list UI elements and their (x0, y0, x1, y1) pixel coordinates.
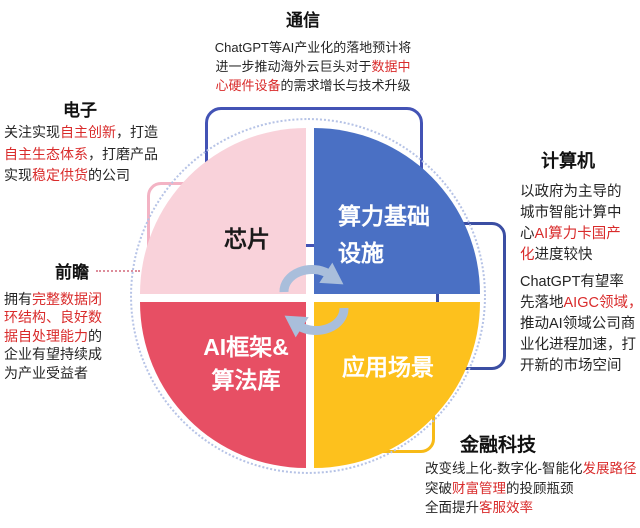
text-segment: 实现 (4, 167, 32, 183)
text-segment: 企业有望持续成 (4, 346, 102, 363)
text-line: 开新的市场空间 (520, 356, 640, 377)
text-segment: 开新的市场空间 (520, 358, 622, 374)
text-segment: ChatGPT有望率 (520, 274, 624, 290)
text-line: 先落地AIGC领域， (520, 293, 640, 314)
text-segment: 城市智能计算中 (520, 205, 622, 221)
text-line: 业化进程加速，打 (520, 335, 640, 356)
text-line: 环结构、良好数 (4, 308, 119, 326)
section-text-computer-1: 以政府为主导的城市智能计算中心AI算力卡国产化进度较快 (520, 182, 640, 266)
text-line: 关注实现自主创新，打造 (4, 122, 179, 144)
text-segment: 的需求增长与技术升级 (280, 78, 411, 93)
text-line: 为产业受益者 (4, 364, 119, 382)
highlighted-text: 完整数据闭 (32, 291, 102, 307)
text-segment: 全面提升 (425, 500, 479, 515)
text-segment: 的 (88, 327, 102, 344)
quadrant-label-application: 应用场景 (342, 354, 434, 380)
label-line: 算法库 (211, 367, 281, 393)
highlighted-text: 财富管理 (452, 480, 506, 496)
section-text-computer-2: ChatGPT有望率先落地AIGC领域，推动AI领域公司商业化进程加速，打开新的… (520, 272, 640, 377)
dotted-ring (130, 118, 486, 474)
text-line: ChatGPT等AI产业化的落地预计将 (190, 38, 436, 57)
section-title-computer: 计算机 (541, 151, 595, 171)
text-line: 以政府为主导的 (520, 182, 640, 203)
text-segment: 进度较快 (534, 247, 593, 263)
highlighted-text: 据自处理能力 (4, 327, 88, 344)
highlighted-text: 发展路径 (582, 461, 637, 476)
quadrant-label-infrastructure: 算力基础 设施 (338, 198, 430, 272)
highlighted-text: 数据中 (371, 59, 411, 74)
text-segment: 为产业受益者 (4, 364, 88, 381)
text-segment: ChatGPT等AI产业化的落地预计将 (214, 40, 412, 55)
section-title-foresight: 前瞻 (55, 263, 89, 282)
section-text-foresight: 拥有完整数据闭环结构、良好数据自处理能力的企业有望持续成为产业受益者 (4, 290, 119, 382)
text-line: 自主生态体系，打磨产品 (4, 144, 179, 166)
text-line: 突破财富管理的投顾瓶颈 (425, 479, 640, 499)
quadrant-pie: 芯片 算力基础 设施 AI框架& 算法库 应用场景 (140, 128, 480, 468)
section-text-electronics: 关注实现自主创新，打造自主生态体系，打磨产品实现稳定供货的公司 (4, 122, 179, 187)
label-line: 设施 (338, 240, 384, 266)
highlighted-text: 稳定供货 (32, 167, 88, 183)
text-line: 全面提升客服效率 (425, 498, 640, 518)
text-segment: 进一步推动海外云巨头对于 (215, 59, 372, 74)
text-line: ChatGPT有望率 (520, 272, 640, 293)
highlighted-text: AI算力卡国产 (534, 226, 621, 242)
section-title-electronics: 电子 (63, 101, 97, 120)
text-line: 推动AI领域公司商 (520, 314, 640, 335)
text-segment: 以政府为主导的 (520, 184, 622, 200)
text-line: 改变线上化-数字化-智能化发展路径 (425, 459, 640, 479)
text-segment: 改变线上化-数字化-智能化 (425, 461, 583, 476)
text-line: 实现稳定供货的公司 (4, 165, 179, 187)
text-segment: ，打造 (116, 124, 158, 140)
text-line: 心AI算力卡国产 (520, 224, 640, 245)
text-segment: 拥有 (4, 291, 32, 307)
text-segment: 业化进程加速，打 (520, 337, 636, 353)
text-segment: ，打磨产品 (88, 145, 158, 162)
cycle-arrows-icon (279, 262, 349, 338)
connector-dotted-foresight (96, 270, 140, 272)
text-segment: 推动AI领域公司商 (520, 316, 636, 332)
text-segment: 突破 (425, 480, 452, 496)
highlighted-text: 自主生态体系 (4, 145, 88, 162)
text-line: 进一步推动海外云巨头对于数据中 (190, 57, 436, 76)
text-line: 拥有完整数据闭 (4, 290, 119, 308)
text-line: 城市智能计算中 (520, 203, 640, 224)
text-line: 据自处理能力的 (4, 327, 119, 345)
text-line: 企业有望持续成 (4, 345, 119, 363)
text-segment: 关注实现 (4, 124, 60, 140)
highlighted-text: 心硬件设备 (215, 78, 281, 93)
label-line: AI框架& (203, 334, 289, 360)
section-title-telecom: 通信 (286, 11, 320, 30)
text-line: 化进度较快 (520, 245, 640, 266)
highlighted-text: AIGC领域， (563, 295, 640, 311)
quadrant-label-chip: 芯片 (224, 226, 270, 252)
text-segment: 的公司 (88, 167, 130, 183)
text-segment: 先落地 (520, 295, 564, 311)
highlighted-text: 客服效率 (479, 500, 533, 515)
section-title-fintech: 金融科技 (460, 435, 537, 456)
section-text-telecom: ChatGPT等AI产业化的落地预计将进一步推动海外云巨头对于数据中心硬件设备的… (190, 38, 436, 95)
label-line: 算力基础 (338, 203, 430, 229)
section-text-fintech: 改变线上化-数字化-智能化发展路径突破财富管理的投顾瓶颈全面提升客服效率 (425, 459, 640, 518)
text-segment: 的投顾瓶颈 (506, 480, 574, 496)
text-segment: 心 (520, 226, 535, 242)
highlighted-text: 环结构、良好数 (4, 309, 102, 326)
highlighted-text: 自主创新 (60, 124, 116, 140)
highlighted-text: 化 (520, 247, 535, 263)
text-line: 心硬件设备的需求增长与技术升级 (190, 76, 436, 95)
quadrant-label-framework: AI框架& 算法库 (178, 331, 314, 397)
